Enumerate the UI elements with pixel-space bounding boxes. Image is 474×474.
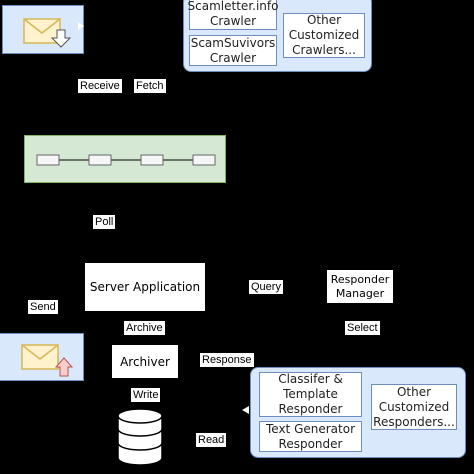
edge-label-write: Write xyxy=(131,388,161,402)
responder-other: Other Customized Responders... xyxy=(371,384,457,430)
crawler-scamletter: Scamletter.info Crawler xyxy=(187,0,279,30)
responder-text-generator-label: Text Generator Responder xyxy=(265,421,356,451)
responder-classifier-template-label: Classifer & Template Responder xyxy=(278,372,343,416)
edge-label-send: Send xyxy=(28,300,58,314)
crawler-scamsurvivors: ScamSuvivors Crawler xyxy=(189,35,277,66)
crawler-scamsurvivors-label: ScamSuvivors Crawler xyxy=(190,35,276,65)
message-queue xyxy=(24,135,226,183)
server-application-node: Server Application xyxy=(85,263,205,311)
crawler-other: Other Customized Crawlers... xyxy=(283,13,365,58)
edge-label-response: Response xyxy=(200,353,254,367)
edge-label-fetch: Fetch xyxy=(134,79,166,93)
outgoing-mail-box xyxy=(0,333,84,381)
responder-classifier-template: Classifer & Template Responder xyxy=(259,372,362,417)
responder-other-label: Other Customized Responders... xyxy=(373,384,455,429)
edge-label-select: Select xyxy=(345,321,380,335)
responder-text-generator: Text Generator Responder xyxy=(259,421,362,452)
edge-label-receive: Receive xyxy=(78,79,122,93)
mail-incoming-icon xyxy=(23,18,72,48)
arrowhead-responders xyxy=(242,406,249,414)
queue-nodes xyxy=(36,154,216,166)
crawler-scamletter-label: Scamletter.info Crawler xyxy=(187,0,279,28)
mail-outgoing-icon xyxy=(21,344,74,377)
archiver-node: Archiver xyxy=(112,345,178,378)
crawler-other-label: Other Customized Crawlers... xyxy=(288,13,360,57)
edge-label-query: Query xyxy=(249,280,283,294)
responder-manager-label: Responder Manager xyxy=(330,272,390,300)
responder-manager-node: Responder Manager xyxy=(327,270,393,303)
edge-label-archive: Archive xyxy=(124,321,165,335)
incoming-mail-box xyxy=(2,5,84,54)
edge-label-poll: Poll xyxy=(93,215,116,229)
edge-label-read: Read xyxy=(196,433,227,447)
